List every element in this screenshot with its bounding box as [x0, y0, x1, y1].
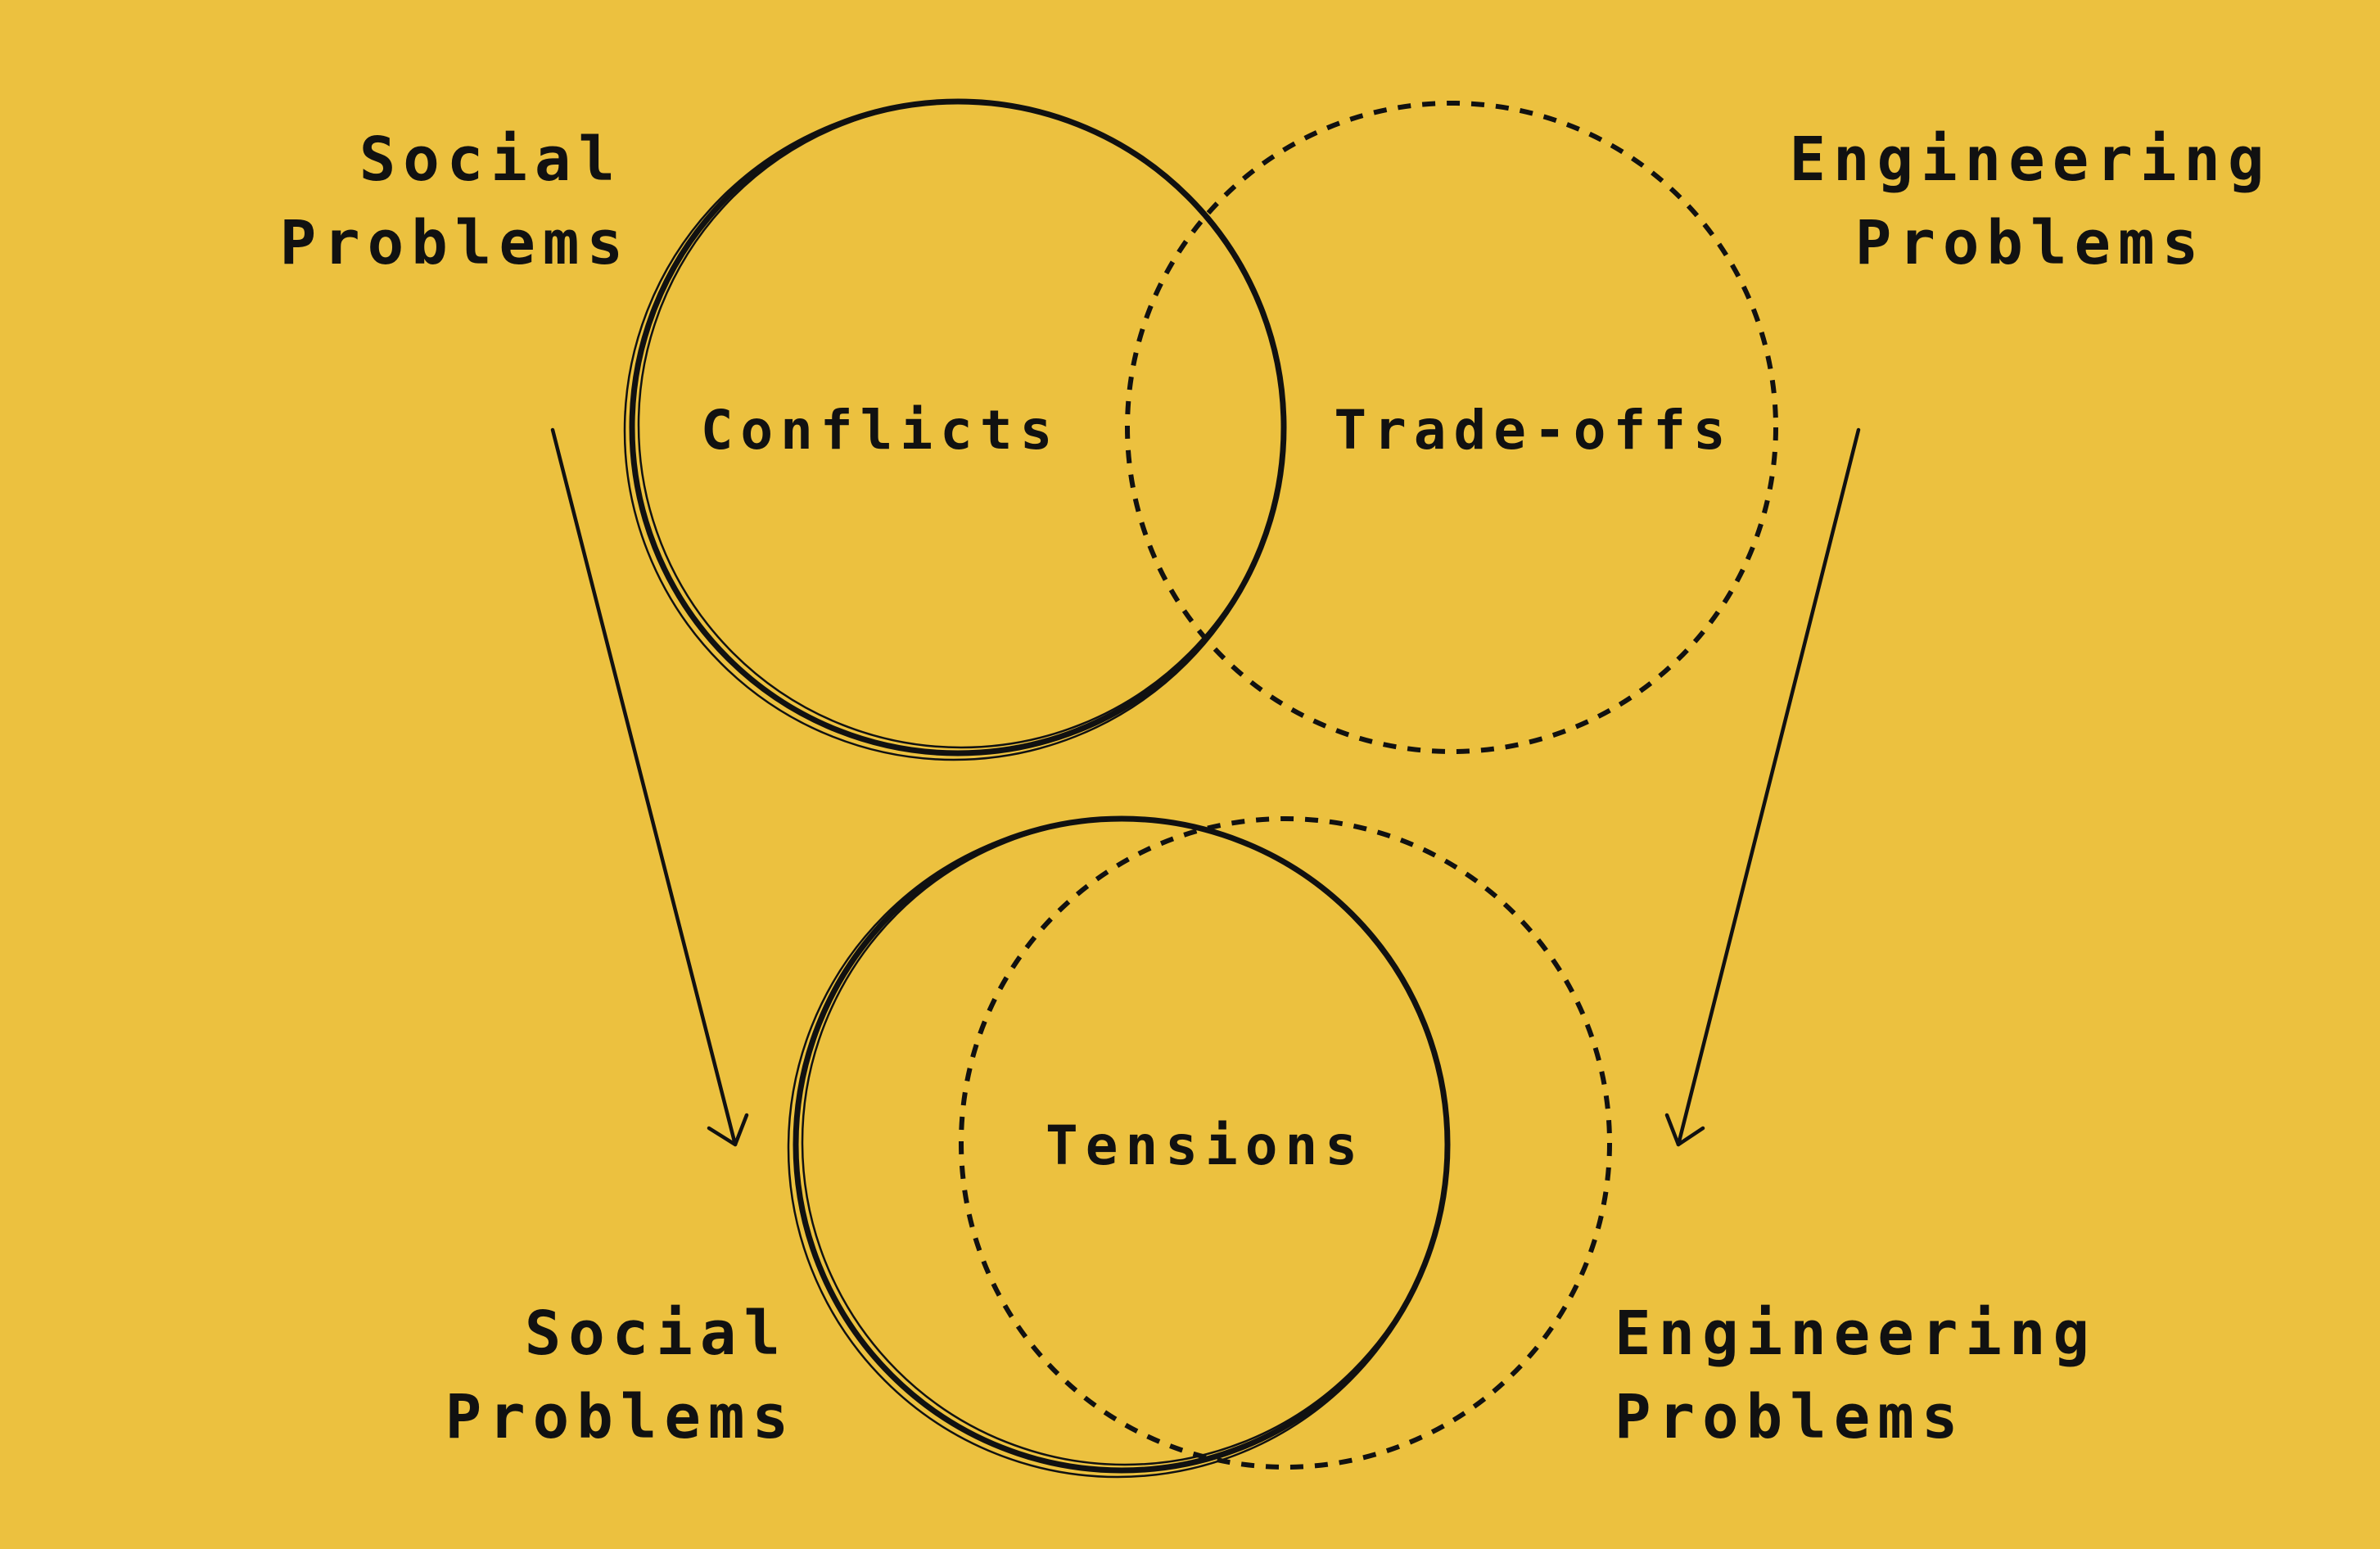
right-arrow	[1664, 427, 1861, 1147]
bottom-engineering-circle	[959, 816, 1612, 1470]
bottom-social-heading-line2: Problems	[445, 1382, 796, 1452]
top-engineering-heading-line1: Engineering	[1789, 124, 2271, 195]
bottom-social-circle	[787, 815, 1451, 1479]
bottom-social-heading-line1: Social	[525, 1298, 788, 1369]
top-social-heading-line1: Social	[359, 124, 622, 195]
conflicts-label: Conflicts	[701, 399, 1060, 462]
top-engineering-heading-line2: Problems	[1855, 208, 2206, 278]
bottom-venn: Tensions Social Problems Engineering Pro…	[445, 815, 2097, 1479]
bottom-engineering-heading-line2: Problems	[1615, 1382, 1965, 1452]
top-engineering-circle	[1125, 101, 1778, 754]
top-social-heading-line2: Problems	[280, 208, 630, 278]
tensions-label: Tensions	[1045, 1114, 1365, 1177]
top-venn: Social Problems Engineering Problems Con…	[280, 98, 2271, 761]
trade-offs-label: Trade-offs	[1334, 399, 1732, 462]
bottom-engineering-heading-line1: Engineering	[1615, 1298, 2097, 1369]
top-social-circle	[623, 98, 1287, 761]
left-arrow	[550, 427, 749, 1147]
